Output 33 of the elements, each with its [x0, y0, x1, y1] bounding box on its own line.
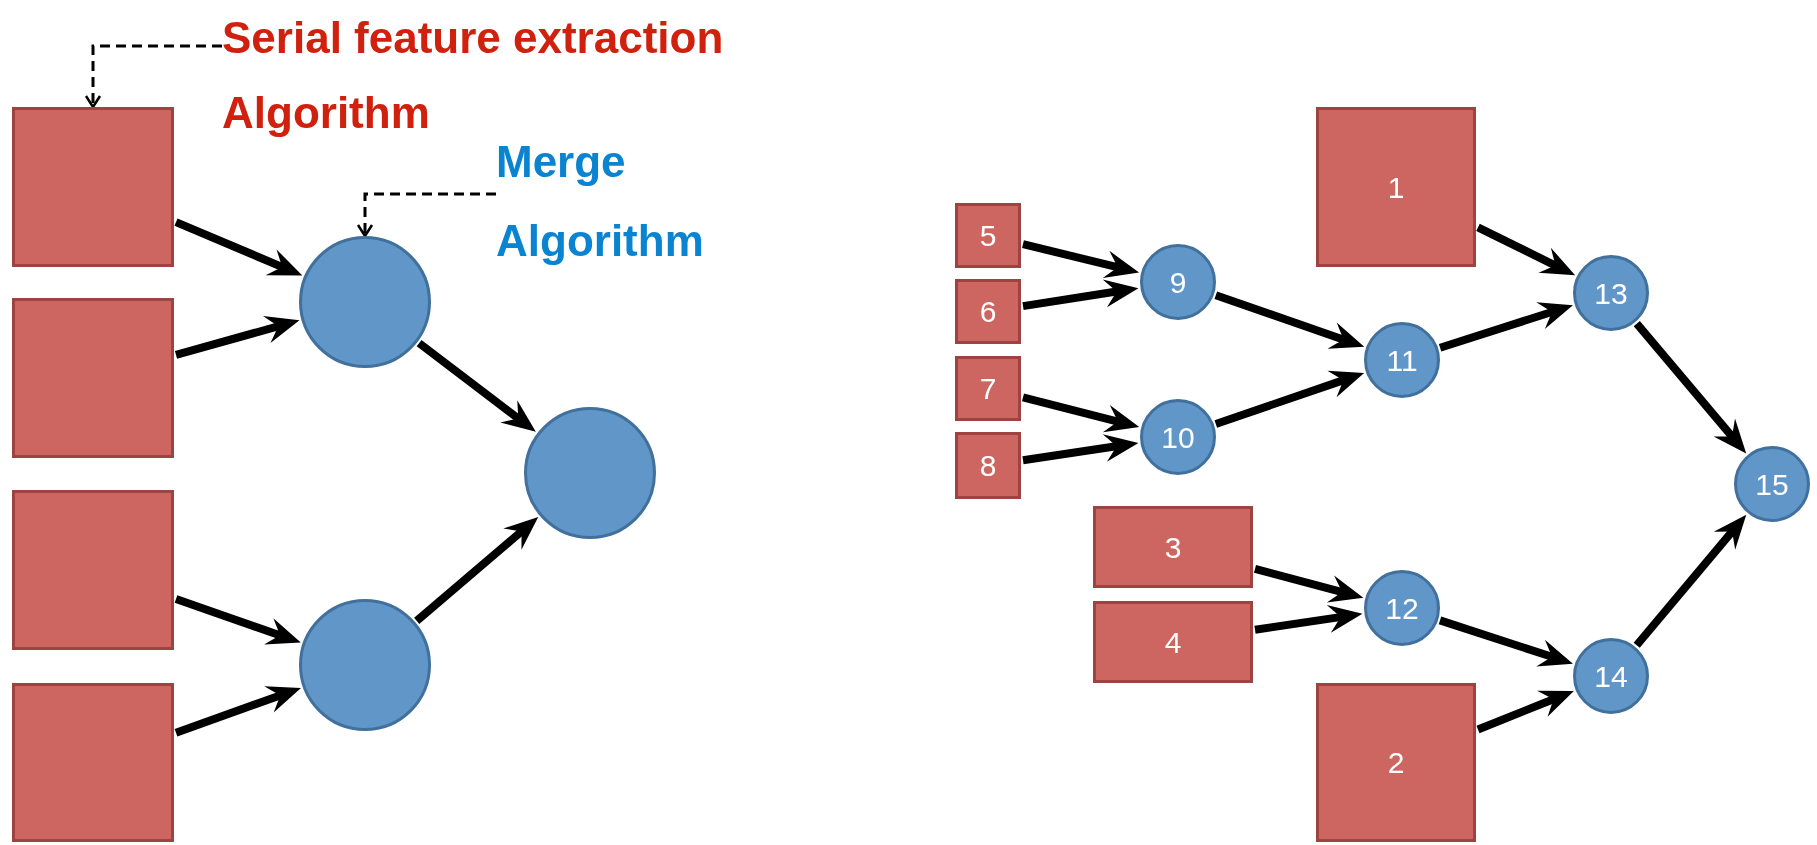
feature-box	[12, 107, 174, 267]
feature-box: 1	[1316, 107, 1476, 267]
annotation-label: Merge Algorithm	[496, 122, 756, 280]
feature-box: 7	[955, 356, 1021, 421]
feature-box: 3	[1093, 506, 1253, 588]
feature-box: 2	[1316, 683, 1476, 842]
arrow	[1254, 605, 1363, 634]
arrow	[416, 339, 536, 432]
arrow	[1253, 564, 1364, 603]
feature-box: 4	[1093, 601, 1253, 683]
leader-line	[84, 44, 222, 109]
feature-box	[12, 298, 174, 458]
arrow	[174, 686, 301, 737]
arrow	[1214, 291, 1365, 349]
arrow	[174, 595, 301, 645]
arrow	[174, 316, 300, 359]
feature-box: 6	[955, 279, 1021, 344]
arrow	[1633, 321, 1747, 454]
arrow	[414, 517, 539, 624]
arrow	[1022, 393, 1140, 433]
arrow	[1438, 616, 1573, 667]
arrow	[1022, 279, 1139, 311]
leader-line	[356, 192, 496, 238]
feature-box: 8	[955, 432, 1021, 499]
arrow	[1476, 690, 1574, 734]
feature-box	[12, 490, 174, 650]
arrow	[1022, 434, 1139, 465]
feature-box: 5	[955, 203, 1021, 268]
arrow	[1214, 370, 1365, 428]
feature-box	[12, 683, 174, 842]
arrow	[1438, 302, 1573, 352]
arrow	[1633, 514, 1747, 648]
arrow	[1022, 240, 1140, 279]
